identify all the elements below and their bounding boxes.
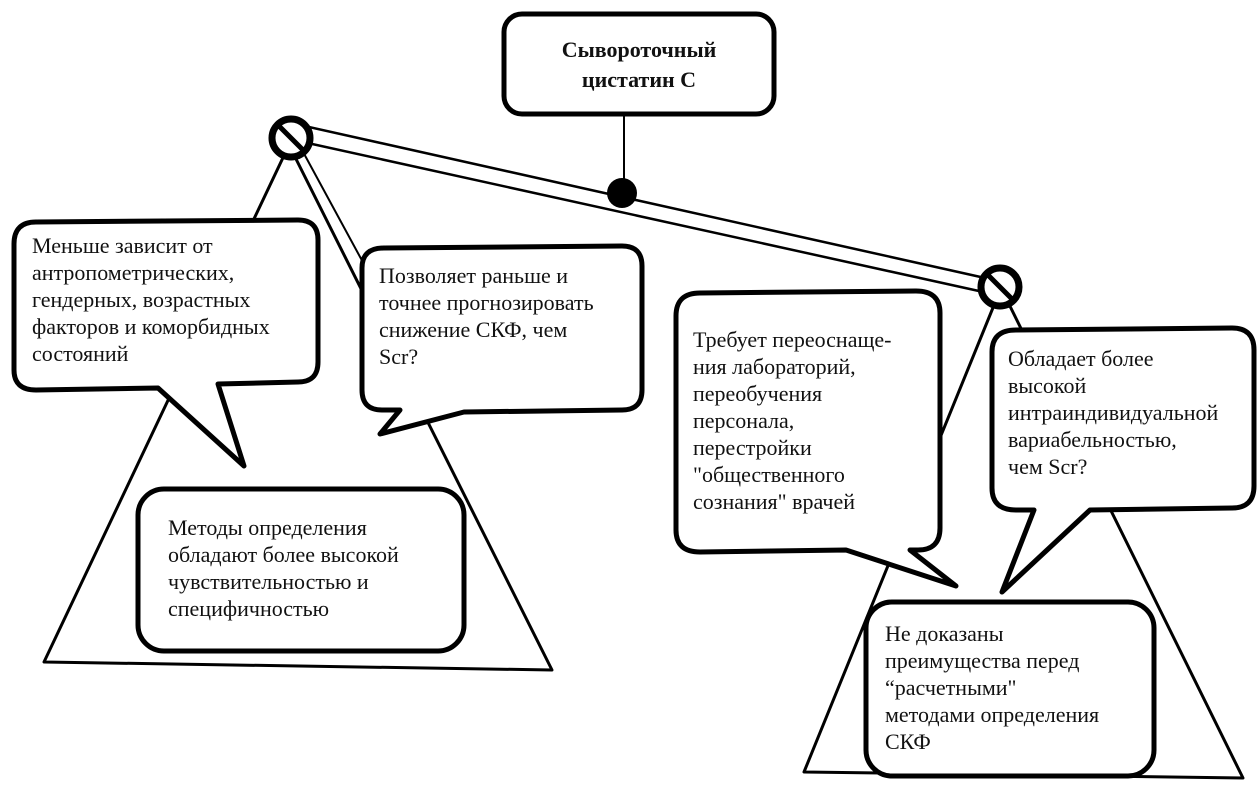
diagram-title: Сывороточный цистатин С [561,37,717,92]
right-bubble-2 [989,325,1257,595]
right-bubble-1 [673,288,959,589]
title-box [501,11,777,117]
right-box [863,599,1157,779]
left-bubble-1-text: Меньше зависит от антропометрических, ге… [32,233,270,366]
right-bubble-2-text: Обладает более высокой интраиндивидуальн… [1008,346,1219,479]
right-hook-icon [977,264,1023,310]
left-bubble-2 [359,243,645,437]
left-bubble-1 [11,217,321,469]
pivot [607,178,637,208]
right-bubble-1-text: Требует переоснаще- ния лабораторий, пер… [693,327,892,514]
left-hook-icon [268,115,314,161]
left-box-text: Методы определения обладают более высоко… [168,515,399,621]
right-box-text: Не доказаны преимущества перед “расчетны… [885,621,1100,754]
left-bubble-2-text: Позволяет раньше и точнее прогнозировать… [379,263,594,369]
left-box [135,486,467,654]
